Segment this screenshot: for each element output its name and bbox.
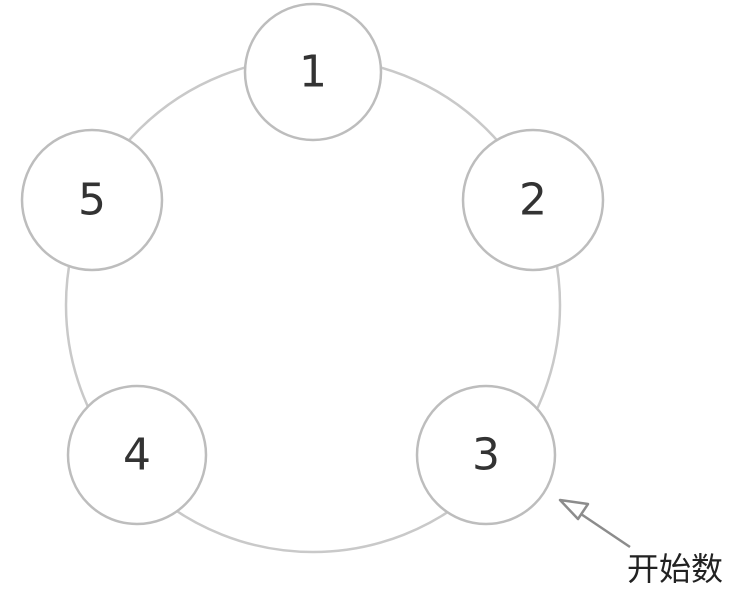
- node-2-circle: [461, 128, 605, 272]
- node-4-circle: [66, 384, 208, 526]
- node-1-circle: [243, 2, 383, 142]
- node-2: 2: [461, 128, 605, 272]
- node-4-label: 4: [123, 430, 151, 481]
- node-3-circle: [415, 384, 557, 526]
- node-4: 4: [66, 384, 208, 526]
- arrow-head-icon: [558, 498, 590, 521]
- start-caption: 开始数: [627, 550, 723, 588]
- node-3-label: 3: [472, 430, 500, 481]
- start-arrow: [558, 498, 631, 549]
- node-5-label: 5: [78, 175, 106, 226]
- node-1-label: 1: [299, 47, 327, 98]
- node-5-circle: [20, 128, 164, 272]
- node-3: 3: [415, 384, 557, 526]
- node-2-label: 2: [519, 175, 547, 226]
- node-1: 1: [243, 2, 383, 142]
- arrow-shaft: [574, 508, 631, 549]
- node-5: 5: [20, 128, 164, 272]
